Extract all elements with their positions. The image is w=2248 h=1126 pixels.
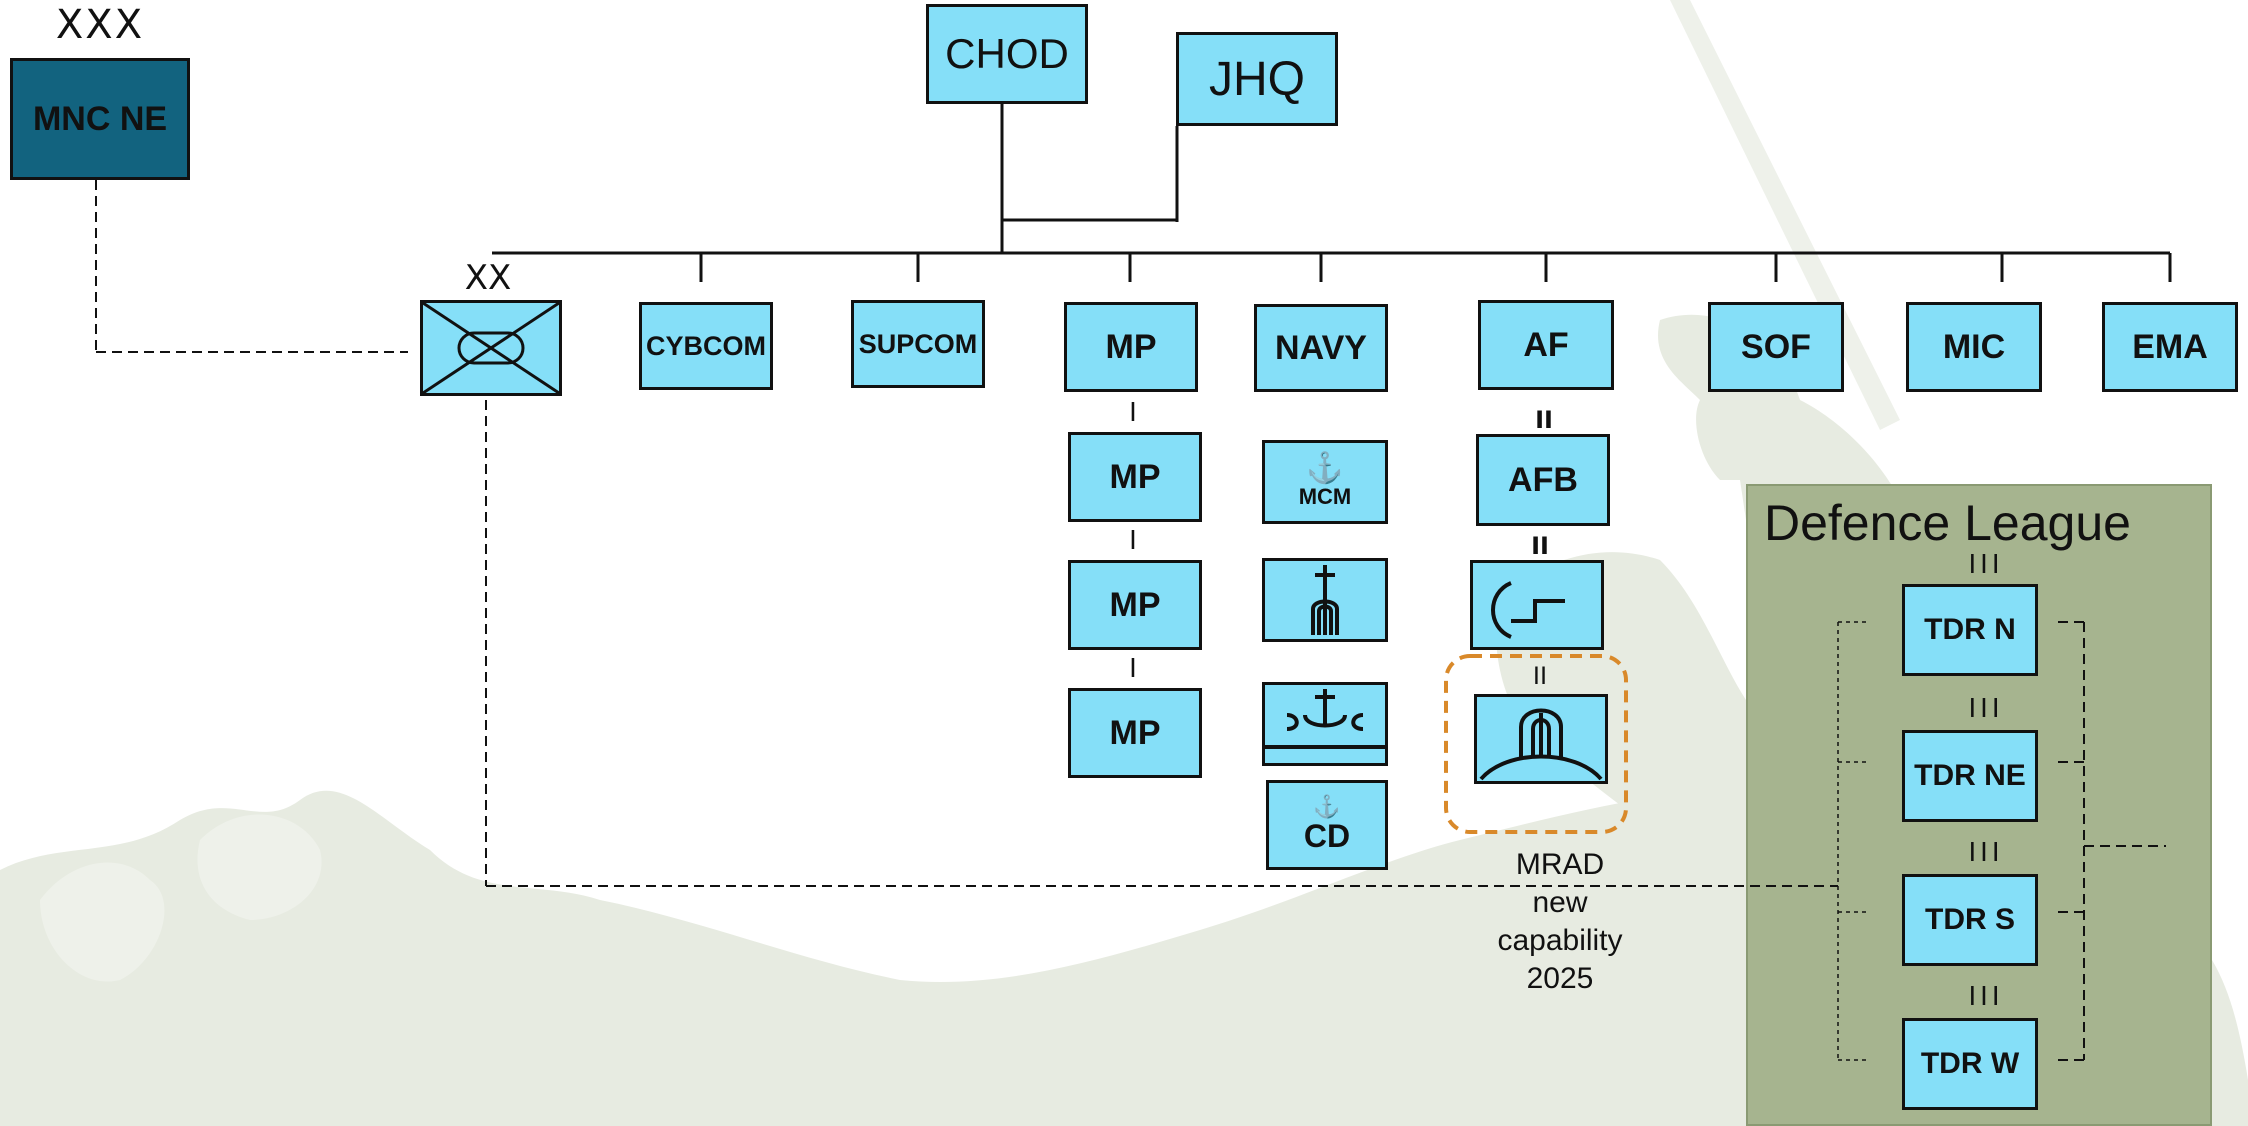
- navy-mcm-label: MCM: [1298, 484, 1352, 509]
- tdr-ne-box: TDR NE: [1902, 730, 2038, 822]
- division-box: [420, 300, 562, 396]
- jhq-label: JHQ: [1209, 52, 1305, 106]
- mnc-echelon-mark: XXX: [55, 2, 145, 48]
- tdr-ne-echelon-mark: III: [1968, 694, 2004, 724]
- af-label: AF: [1523, 325, 1569, 364]
- mp-unit-2: MP: [1068, 560, 1202, 650]
- ema-label: EMA: [2132, 327, 2208, 366]
- mp-echelon-mark-2: I: [1129, 526, 1137, 556]
- sof-label: SOF: [1741, 327, 1811, 366]
- mp-box: MP: [1064, 302, 1198, 392]
- division-echelon-mark: XX: [464, 258, 512, 298]
- afb-label: AFB: [1508, 460, 1578, 499]
- mic-box: MIC: [1906, 302, 2042, 392]
- af-echelon-mark-2: II: [1531, 532, 1549, 560]
- tdr-n-box: TDR N: [1902, 584, 2038, 676]
- anchor-port-icon: [1265, 689, 1385, 749]
- cybcom-label: CYBCOM: [646, 330, 766, 361]
- tdr-s-box: TDR S: [1902, 874, 2038, 966]
- navy-cd-label: CD: [1303, 818, 1351, 854]
- mp-echelon-mark-1: I: [1129, 398, 1137, 428]
- anchor-vessel-icon: [1311, 565, 1339, 635]
- ema-box: EMA: [2102, 302, 2238, 392]
- radar-icon: [1491, 581, 1565, 639]
- air-defence-radar-box: [1470, 560, 1604, 650]
- mp-echelon-mark-3: I: [1129, 654, 1137, 684]
- navy-cd-box: ⚓ CD: [1266, 780, 1388, 870]
- mrad-note: MRAD new capability 2025: [1497, 848, 1623, 995]
- tdr-w-echelon-mark: III: [1968, 982, 2004, 1012]
- jhq-box: JHQ: [1176, 32, 1338, 126]
- mp-label: MP: [1105, 327, 1157, 366]
- tdr-n-echelon-mark: III: [1968, 550, 2004, 580]
- navy-box: NAVY: [1254, 304, 1388, 392]
- sof-box: SOF: [1708, 302, 1844, 392]
- anchor-icon: ⚓: [1306, 452, 1344, 485]
- navy-label: NAVY: [1275, 328, 1367, 367]
- mic-label: MIC: [1942, 327, 2006, 366]
- af-echelon-mark-1: II: [1535, 406, 1553, 434]
- anchor-small-icon: ⚓: [1313, 794, 1341, 819]
- navy-mcm-box: ⚓ MCM: [1262, 440, 1388, 524]
- defence-league-title: Defence League: [1764, 495, 2131, 551]
- mp-unit-1-label: MP: [1109, 457, 1161, 496]
- tdr-s-label: TDR S: [1925, 903, 2015, 936]
- mp-unit-3: MP: [1068, 688, 1202, 778]
- af-box: AF: [1478, 300, 1614, 390]
- mrad-box: [1474, 694, 1608, 784]
- afb-box: AFB: [1476, 434, 1610, 526]
- tdr-ne-label: TDR NE: [1914, 759, 2026, 792]
- tdr-w-box: TDR W: [1902, 1018, 2038, 1110]
- mp-unit-2-label: MP: [1109, 585, 1161, 624]
- chod-label: CHOD: [945, 30, 1069, 77]
- mp-unit-1: MP: [1068, 432, 1202, 522]
- tdr-s-echelon-mark: III: [1968, 838, 2004, 868]
- navy-port-box: [1262, 682, 1388, 766]
- chod-box: CHOD: [926, 4, 1088, 104]
- mnc-ne-label: MNC NE: [32, 99, 168, 138]
- tdr-w-label: TDR W: [1920, 1047, 2020, 1080]
- air-defence-missile-icon: [1479, 708, 1603, 781]
- cybcom-box: CYBCOM: [639, 302, 773, 390]
- af-echelon-mark-3: II: [1532, 662, 1548, 690]
- navy-vessel-box: [1262, 558, 1388, 642]
- tdr-n-label: TDR N: [1924, 613, 2016, 646]
- mnc-ne-box: MNC NE: [10, 58, 190, 180]
- supcom-label: SUPCOM: [858, 328, 978, 359]
- armored-infantry-symbol: [423, 303, 559, 393]
- supcom-box: SUPCOM: [851, 300, 985, 388]
- mp-unit-3-label: MP: [1109, 713, 1161, 752]
